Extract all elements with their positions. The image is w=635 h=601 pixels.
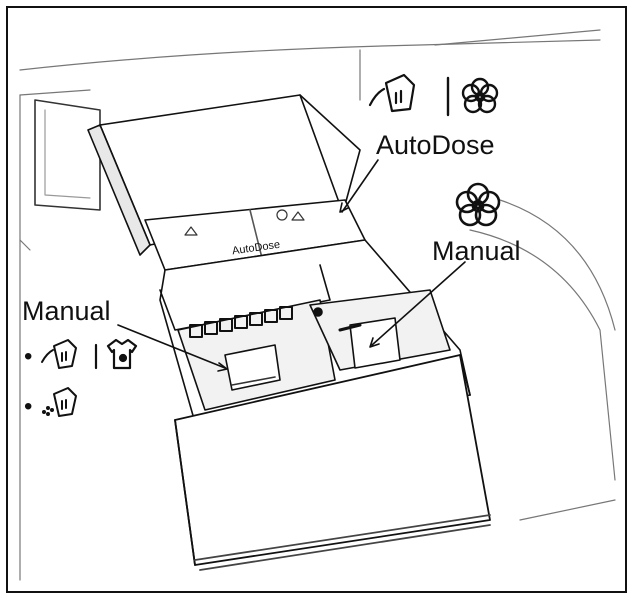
bullet-2: • bbox=[24, 393, 33, 420]
liquid-detergent-icon bbox=[41, 339, 77, 369]
machine-body bbox=[19, 29, 616, 581]
drawer-front bbox=[174, 354, 491, 571]
fabric-softener-flower-icon bbox=[455, 182, 501, 227]
manual-right-label: Manual bbox=[432, 236, 521, 266]
drawer-small-icons bbox=[184, 209, 305, 236]
tshirt-stain-icon bbox=[106, 338, 138, 370]
powder-detergent-icon bbox=[42, 387, 77, 417]
liquid-detergent-icon bbox=[368, 73, 416, 113]
fabric-softener-flower-icon bbox=[461, 77, 499, 114]
manual-left-label: Manual bbox=[22, 296, 111, 326]
bullet-1: • bbox=[24, 343, 33, 370]
autodose-label: AutoDose bbox=[376, 130, 495, 160]
leader-lines bbox=[117, 159, 466, 372]
